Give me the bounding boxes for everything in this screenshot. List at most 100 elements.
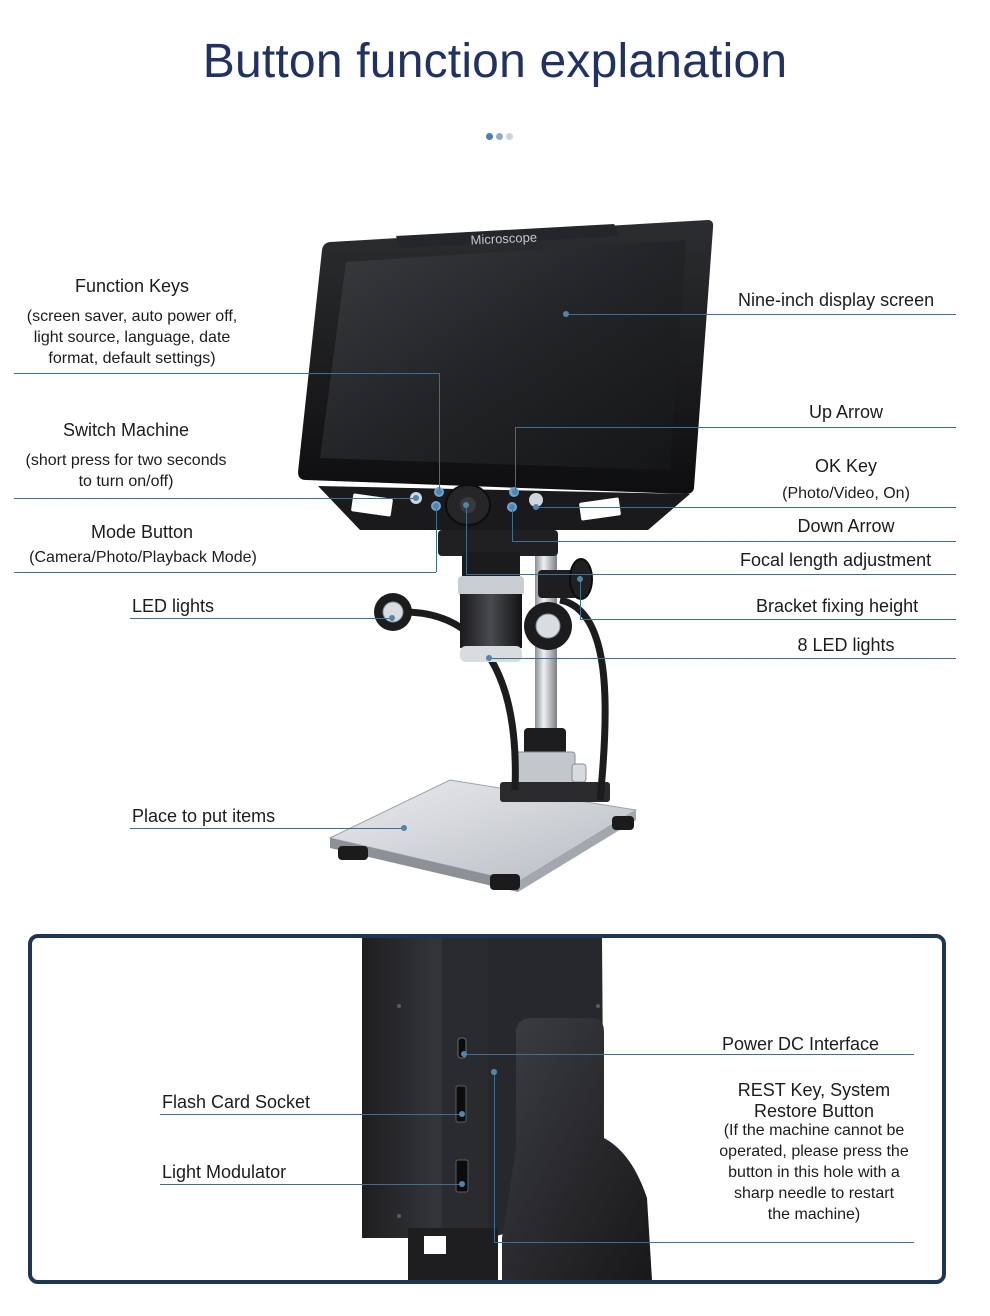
function-keys-desc-line-3: format, default settings) [48, 350, 216, 367]
button-ok-icon [529, 493, 543, 507]
leader-bracket-height-rise [580, 579, 581, 619]
leader-mode-button [14, 572, 436, 573]
camera-housing [462, 552, 520, 580]
screen-logo: Microscope [470, 230, 537, 248]
leader-switch-machine [14, 498, 416, 499]
stand-foot [408, 1228, 498, 1280]
pointer-place-items [401, 825, 407, 831]
leader-up-arrow-drop [515, 427, 516, 492]
ok-key-title: OK Key [814, 456, 878, 476]
leader-focal-length [466, 574, 956, 575]
pointer-flash-card [459, 1111, 465, 1117]
switch-machine-desc-line-2: to turn on/off) [78, 473, 174, 490]
leader-rest-key [494, 1242, 914, 1243]
switch-machine-title: Switch Machine [62, 420, 190, 440]
bracket-height-label: Bracket fixing height [756, 596, 919, 616]
page-title: Button function explanation [202, 35, 788, 88]
pole-collar [524, 728, 566, 756]
screen-top-tab [396, 224, 620, 248]
light-dial-icon [455, 1159, 469, 1193]
led-lens-left [382, 601, 404, 623]
mode-button-title: Mode Button [90, 522, 194, 542]
function-keys-title: Function Keys [74, 276, 190, 296]
base-foot-left [338, 846, 368, 860]
dot-3 [506, 133, 513, 140]
leader-place-items [130, 828, 404, 829]
pointer-power-dc [461, 1051, 467, 1057]
dot-1 [486, 133, 493, 140]
pointer-display-screen [563, 311, 569, 317]
rest-key-title-line-1: REST Key, System [737, 1080, 891, 1100]
leader-up-arrow [515, 427, 956, 428]
leader-focal-length-rise [466, 505, 467, 574]
base-foot-right [612, 816, 634, 830]
stand-foot-window [424, 1236, 446, 1254]
light-modulator-label: Light Modulator [162, 1162, 287, 1182]
pointer-ok-key [533, 504, 539, 510]
leader-function-keys-drop [439, 373, 440, 492]
pole-base-block [500, 782, 610, 802]
leader-flash-card [160, 1114, 462, 1115]
rest-key-title: REST Key, System Restore Button [708, 1080, 920, 1122]
leader-rest-key-drop [494, 1072, 495, 1242]
pointer-bracket-height [577, 576, 583, 582]
rest-key-desc: (If the machine cannot be operated, plea… [700, 1120, 928, 1225]
place-items-label: Place to put items [132, 806, 276, 826]
leader-ok-key [536, 507, 956, 508]
dot-2 [496, 133, 503, 140]
leader-bracket-height [580, 619, 956, 620]
leader-eight-led [489, 658, 956, 659]
leader-power-dc [464, 1054, 914, 1055]
power-dc-label: Power DC Interface [722, 1034, 880, 1054]
base-foot-center [490, 874, 520, 890]
pointer-up-arrow [512, 489, 518, 495]
switch-machine-desc: (short press for two seconds to turn on/… [12, 450, 240, 492]
side-view-illustration [362, 938, 652, 1280]
rest-key-desc-line-5: the machine) [767, 1206, 861, 1223]
camera-ring [458, 576, 524, 596]
focal-length-label: Focal length adjustment [740, 550, 932, 570]
leader-led-lights [130, 618, 392, 619]
up-arrow-label: Up Arrow [808, 402, 884, 422]
pointer-mode-button [433, 503, 439, 509]
leader-light-modulator [160, 1184, 462, 1185]
pointer-light-modulator [459, 1181, 465, 1187]
leader-function-keys [14, 373, 439, 374]
bracket-window-left [351, 493, 393, 517]
focal-mount [538, 570, 578, 598]
display-screen-label: Nine-inch display screen [738, 290, 935, 310]
microscope-illustration: Microscope [298, 220, 714, 892]
bracket-window-right [579, 497, 621, 521]
switch-machine-desc-line-1: (short press for two seconds [25, 452, 227, 469]
led-lights-label: LED lights [132, 596, 215, 616]
camera-mount [438, 530, 558, 556]
rest-key-desc-line-1: (If the machine cannot be [723, 1122, 905, 1139]
pointer-switch-machine [413, 495, 419, 501]
screw-hole-3 [397, 1214, 401, 1218]
pointer-rest-key [491, 1069, 497, 1075]
rest-key-desc-line-4: sharp needle to restart [733, 1185, 895, 1202]
led-arm-right [559, 596, 609, 801]
base-plate-edge [330, 838, 518, 892]
base-plate-edge-right [518, 810, 636, 892]
pointer-led-lights [389, 615, 395, 621]
function-keys-desc-line-2: light source, language, date [33, 329, 231, 346]
rest-key-desc-line-3: button in this hole with a [728, 1164, 900, 1181]
eight-led-label: 8 LED lights [797, 635, 895, 655]
rest-key-desc-line-2: operated, please press the [719, 1143, 909, 1160]
rest-key-title-line-2: Restore Button [753, 1101, 875, 1121]
pointer-focal-length [463, 502, 469, 508]
led-lens-right [535, 613, 561, 639]
camera-tube [460, 594, 522, 648]
leader-mode-button-rise [436, 506, 437, 572]
screw-hole-1 [397, 1004, 401, 1008]
flash-card-label: Flash Card Socket [162, 1092, 311, 1112]
leader-down-arrow-rise [512, 507, 513, 541]
leader-down-arrow [512, 541, 956, 542]
down-arrow-label: Down Arrow [797, 516, 895, 536]
pointer-eight-led [486, 655, 492, 661]
screen-glass [320, 240, 686, 470]
leader-display-screen [566, 314, 956, 315]
screw-hole-2 [596, 1004, 600, 1008]
stand-block [502, 1018, 652, 1280]
